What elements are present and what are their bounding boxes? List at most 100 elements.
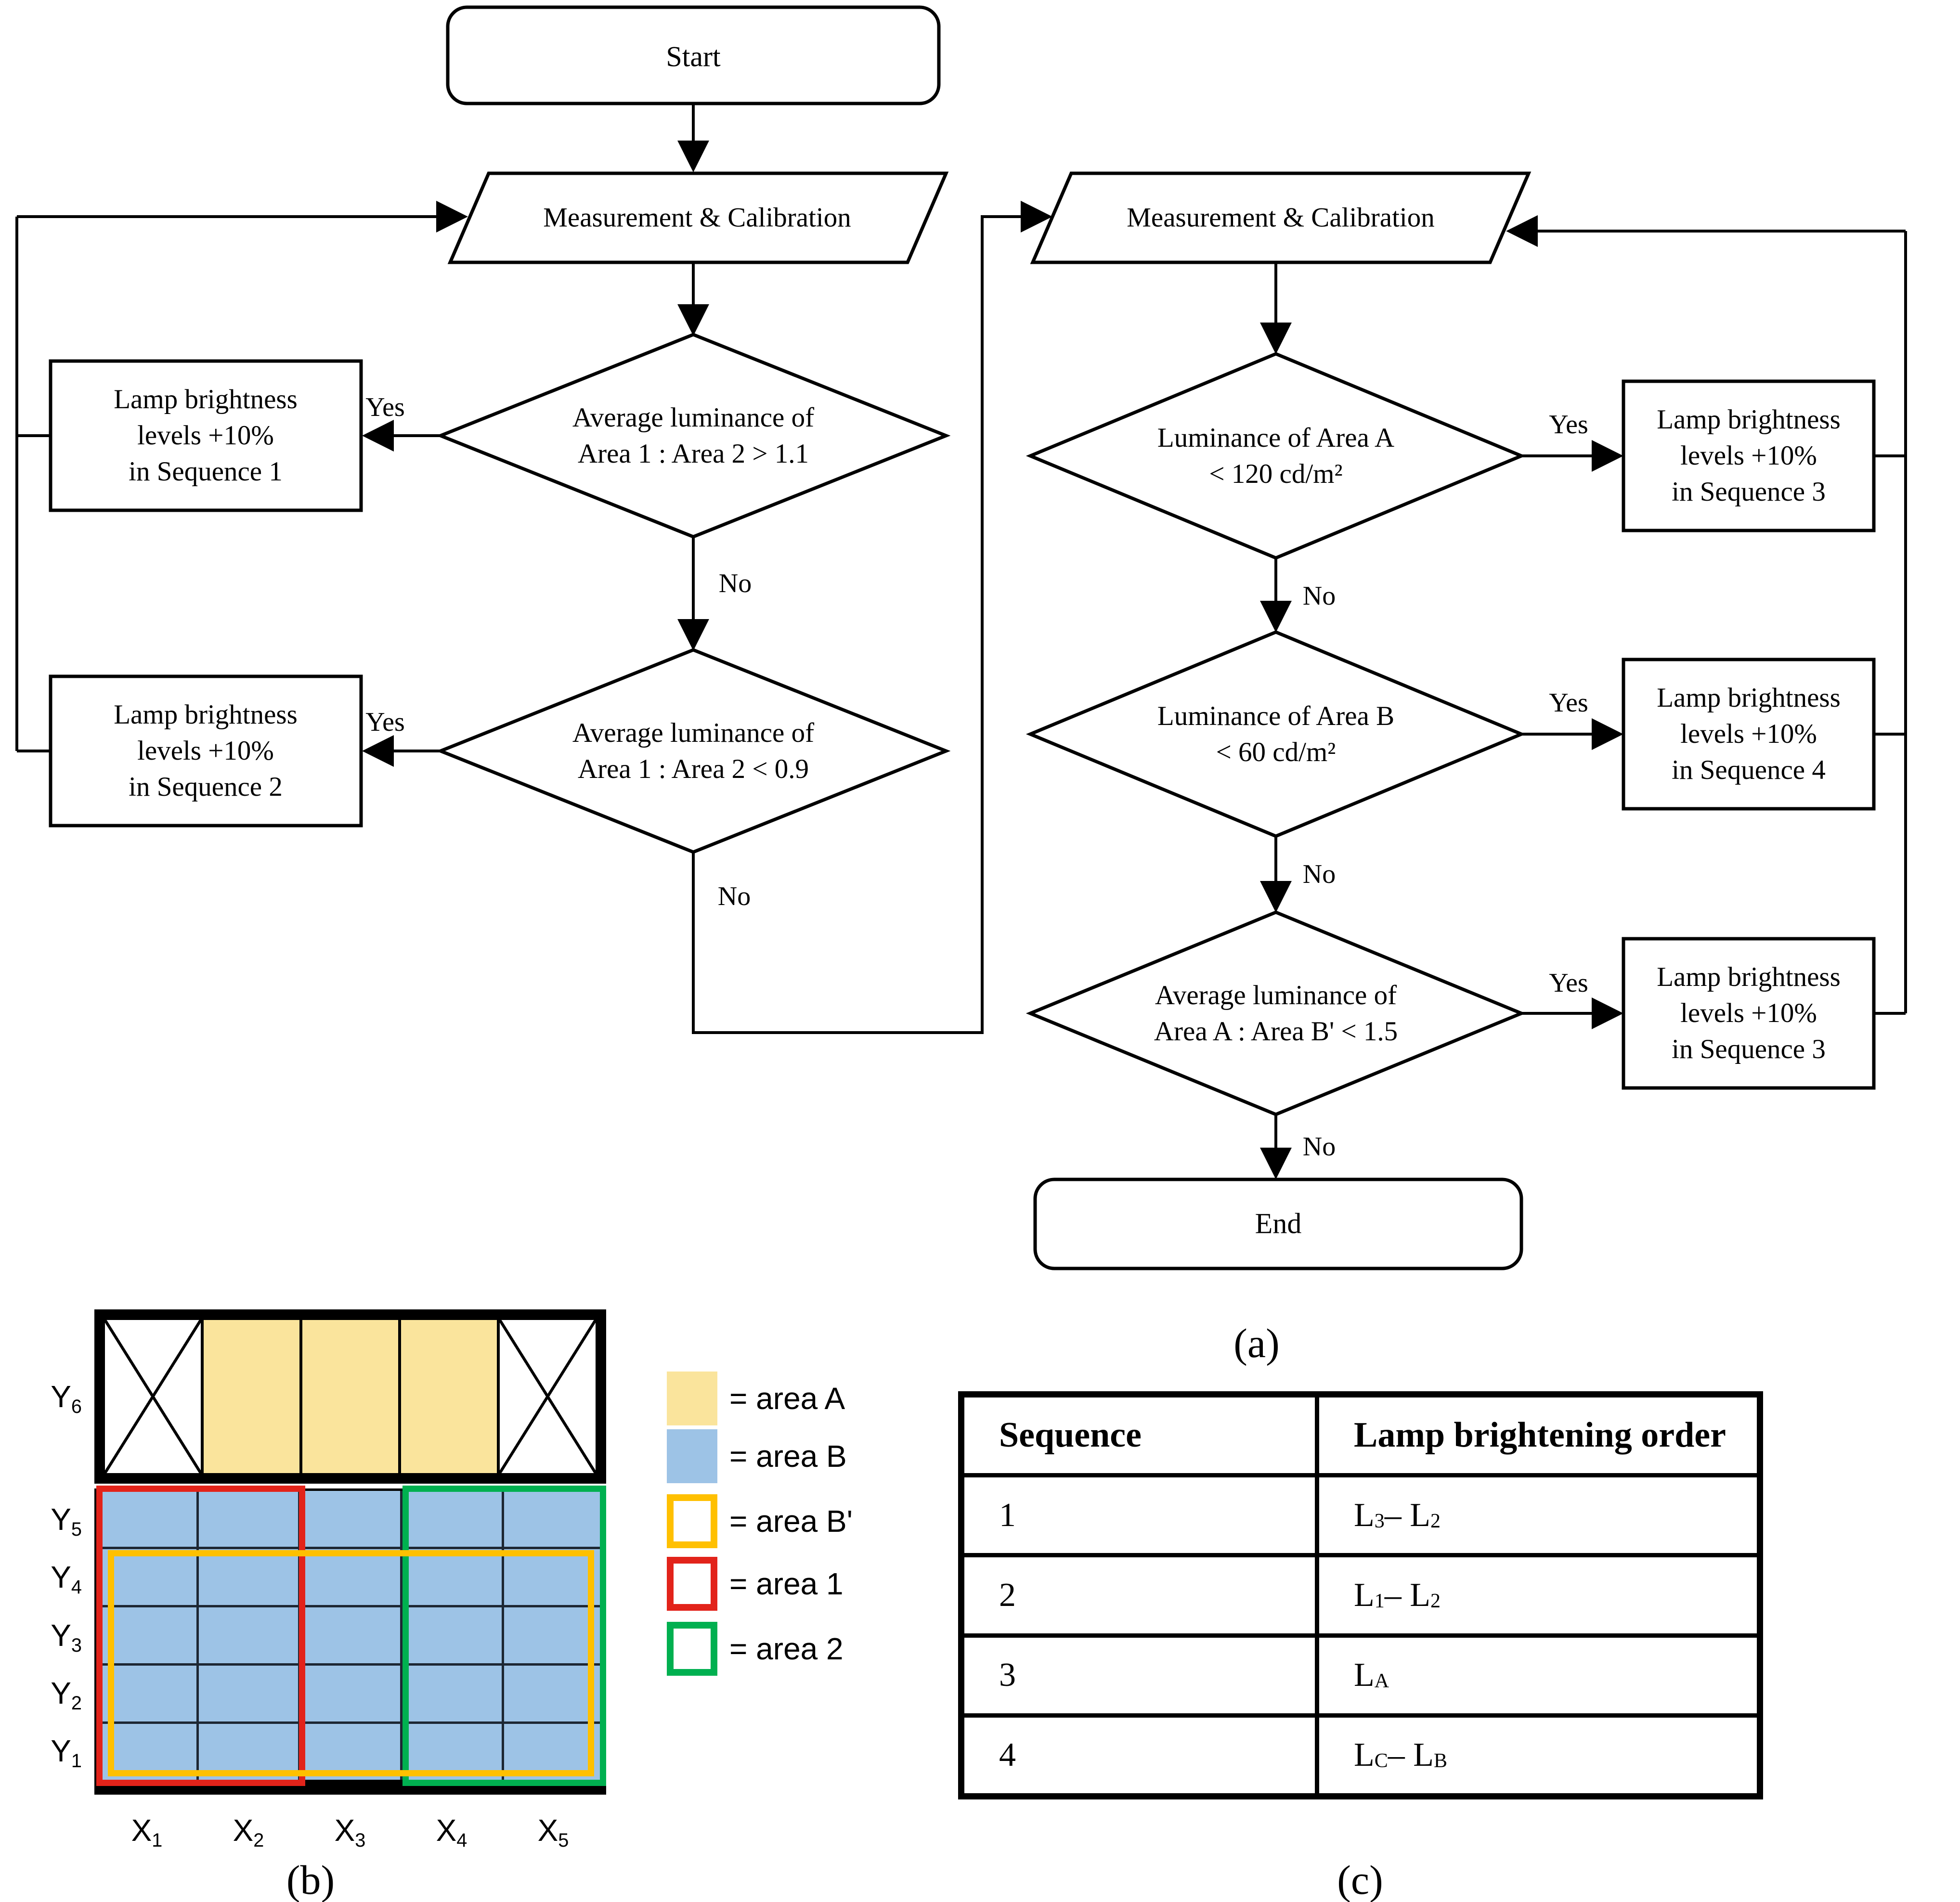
grid-cell-area-b	[97, 1491, 196, 1547]
table-cell-sequence: 2	[964, 1557, 1315, 1633]
grid-cell-area-b	[198, 1607, 299, 1663]
caption-b: (b)	[286, 1857, 335, 1902]
grid-cell-area-b	[402, 1666, 502, 1721]
area2-outline	[402, 1486, 606, 1786]
right-process1-label: Lamp brightness levels +10% in Sequence …	[1657, 404, 1841, 507]
legend-label-5: = area 2	[729, 1631, 844, 1666]
grid-cell-area-a	[401, 1320, 497, 1473]
grid-cell-area-b	[402, 1607, 502, 1663]
grid-cell-area-b	[504, 1549, 604, 1605]
y-axis-label: Y2	[51, 1676, 82, 1714]
x-axis-label: X3	[334, 1813, 366, 1851]
x-axis-label: X4	[436, 1813, 467, 1851]
left-no1-label: No	[718, 569, 752, 598]
right-io-node	[1030, 171, 1532, 264]
start-node	[446, 5, 941, 105]
legend-label-1: = area A	[729, 1381, 845, 1416]
left-decision1-node	[436, 333, 951, 539]
left-io-label: Measurement & Calibration	[543, 202, 851, 233]
right-decision1-label: Luminance of Area A < 120 cd/m²	[1157, 422, 1395, 489]
grid-cell-area-b	[504, 1491, 604, 1547]
grid-top-row-y6	[94, 1309, 606, 1484]
y-axis-label: Y1	[51, 1734, 82, 1772]
table-header-order: Lamp brightening order	[1319, 1397, 1757, 1474]
right-process1-node	[1622, 379, 1876, 532]
right-process2-node	[1622, 658, 1876, 811]
right-decision3-label: Average luminance of Area A : Area B' < …	[1154, 980, 1398, 1047]
grid-cell-area-b	[402, 1549, 502, 1605]
left-decision2-label: Average luminance of Area 1 : Area 2 < 0…	[572, 717, 815, 784]
grid-cell-area-b	[300, 1607, 400, 1663]
right-process3-label: Lamp brightness levels +10% in Sequence …	[1657, 962, 1841, 1065]
elbow-left-d2-no-to-right-io	[692, 201, 1052, 1034]
table-cell-sequence: 1	[964, 1477, 1315, 1553]
right-yes3-label: Yes	[1549, 968, 1588, 998]
grid-cell-area-b	[198, 1666, 299, 1721]
left-process2-node	[49, 674, 363, 828]
legend-swatch-4	[667, 1557, 717, 1611]
table-cell-sequence: 4	[964, 1717, 1315, 1793]
right-yes1-label: Yes	[1549, 410, 1588, 440]
y-axis-label: Y5	[51, 1502, 82, 1540]
x-axis-label: X5	[537, 1813, 569, 1851]
grid-cell-area-b	[300, 1491, 400, 1547]
right-yes2-label: Yes	[1549, 688, 1588, 718]
table-header-sequence: Sequence	[964, 1397, 1315, 1474]
left-process1-node	[49, 359, 363, 512]
caption-a: (a)	[1233, 1320, 1280, 1366]
end-node	[1033, 1177, 1523, 1270]
grid-cell-area-b	[198, 1491, 299, 1547]
left-process2-label: Lamp brightness levels +10% in Sequence …	[114, 699, 298, 802]
right-decision1-node	[1025, 352, 1526, 560]
flowchart-canvas	[15, 5, 1907, 1270]
right-process3-node	[1622, 937, 1876, 1090]
grid-cell-area-b	[504, 1607, 604, 1663]
legend-swatch-5	[667, 1622, 717, 1676]
table-cell-sequence: 3	[964, 1637, 1315, 1713]
x-axis-label: X1	[131, 1813, 163, 1851]
grid-cell-area-b	[300, 1549, 400, 1605]
grid-cell-area-b	[504, 1666, 604, 1721]
grid-cell-crossed	[105, 1320, 201, 1473]
legend-swatch-1	[667, 1372, 717, 1425]
left-decision1-label: Average luminance of Area 1 : Area 2 > 1…	[572, 402, 815, 469]
right-decision2-label: Luminance of Area B < 60 cd/m²	[1157, 700, 1395, 767]
right-process2-label: Lamp brightness levels +10% in Sequence …	[1657, 683, 1841, 786]
caption-c: (c)	[1337, 1857, 1383, 1902]
legend-label-2: = area B	[729, 1439, 847, 1474]
right-no1-label: No	[1302, 581, 1336, 611]
left-yes1-label: Yes	[365, 392, 405, 422]
left-decision2-node	[436, 648, 951, 854]
left-yes2-label: Yes	[365, 707, 405, 737]
right-decision2-node	[1025, 630, 1526, 838]
end-label: End	[1255, 1207, 1302, 1240]
right-no2-label: No	[1302, 859, 1336, 889]
grid-cell-crossed	[500, 1320, 596, 1473]
left-no2-label: No	[717, 881, 751, 911]
area1-outline	[96, 1486, 305, 1786]
legend-label-3: = area B'	[729, 1504, 853, 1539]
grid-cell-area-a	[204, 1320, 299, 1473]
grid-cell-area-b	[402, 1491, 502, 1547]
right-io-label: Measurement & Calibration	[1127, 202, 1435, 233]
y-axis-label: Y6	[51, 1379, 82, 1417]
left-io-node	[447, 171, 949, 264]
area-b-prime-outline	[108, 1550, 594, 1776]
left-process1-label: Lamp brightness levels +10% in Sequence …	[114, 384, 298, 487]
start-label: Start	[666, 40, 721, 73]
grid-cell-area-a	[302, 1320, 398, 1473]
y-axis-label: Y3	[51, 1618, 82, 1656]
right-decision3-node	[1025, 910, 1526, 1116]
grid-cell-area-b	[300, 1666, 400, 1721]
right-no3-label: No	[1302, 1132, 1336, 1162]
legend-swatch-3	[667, 1494, 717, 1548]
legend-swatch-2	[667, 1429, 717, 1483]
legend-label-4: = area 1	[729, 1566, 844, 1601]
x-axis-label: X2	[233, 1813, 264, 1851]
